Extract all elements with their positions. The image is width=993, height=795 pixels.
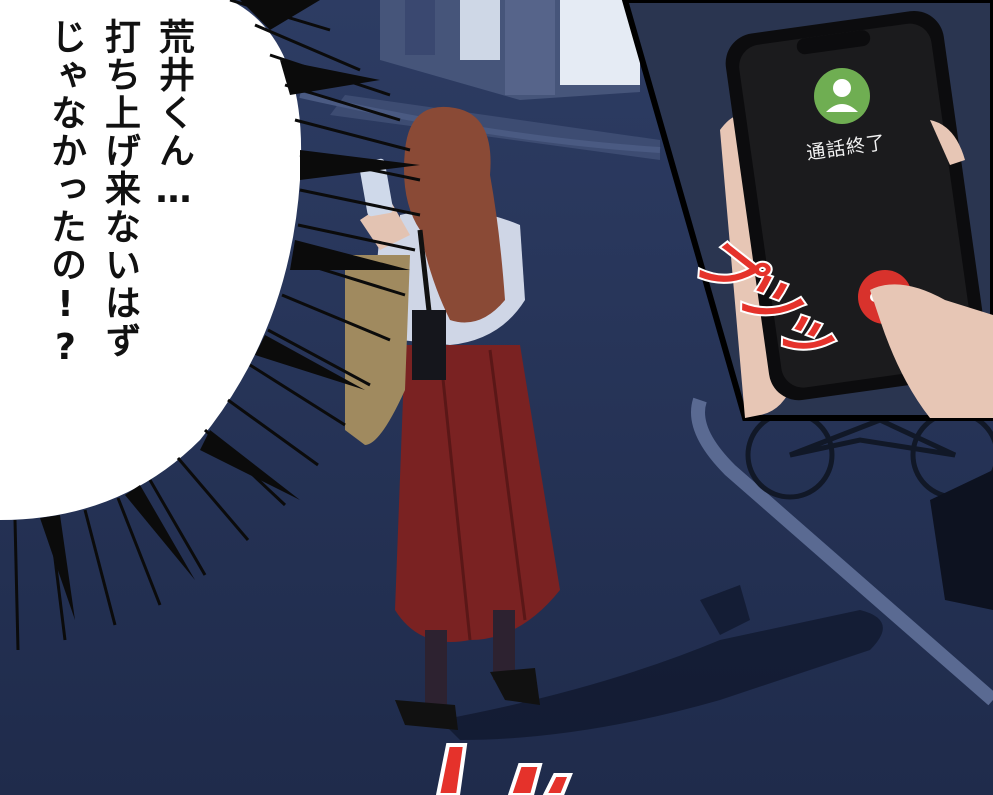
thought-line-3: じゃなかったの!? — [45, 18, 86, 370]
right-thumb — [870, 284, 993, 418]
thought-line-2: 打ち上げ来ないはず — [99, 18, 140, 360]
thought-text: 荒井くん… 打ち上げ来ないはず じゃなかったの!? — [38, 18, 200, 370]
thought-line-1: 荒井くん… — [153, 18, 194, 213]
scooter-shadow — [930, 470, 993, 610]
cast-shadow — [440, 610, 883, 740]
person-icon — [814, 68, 870, 124]
